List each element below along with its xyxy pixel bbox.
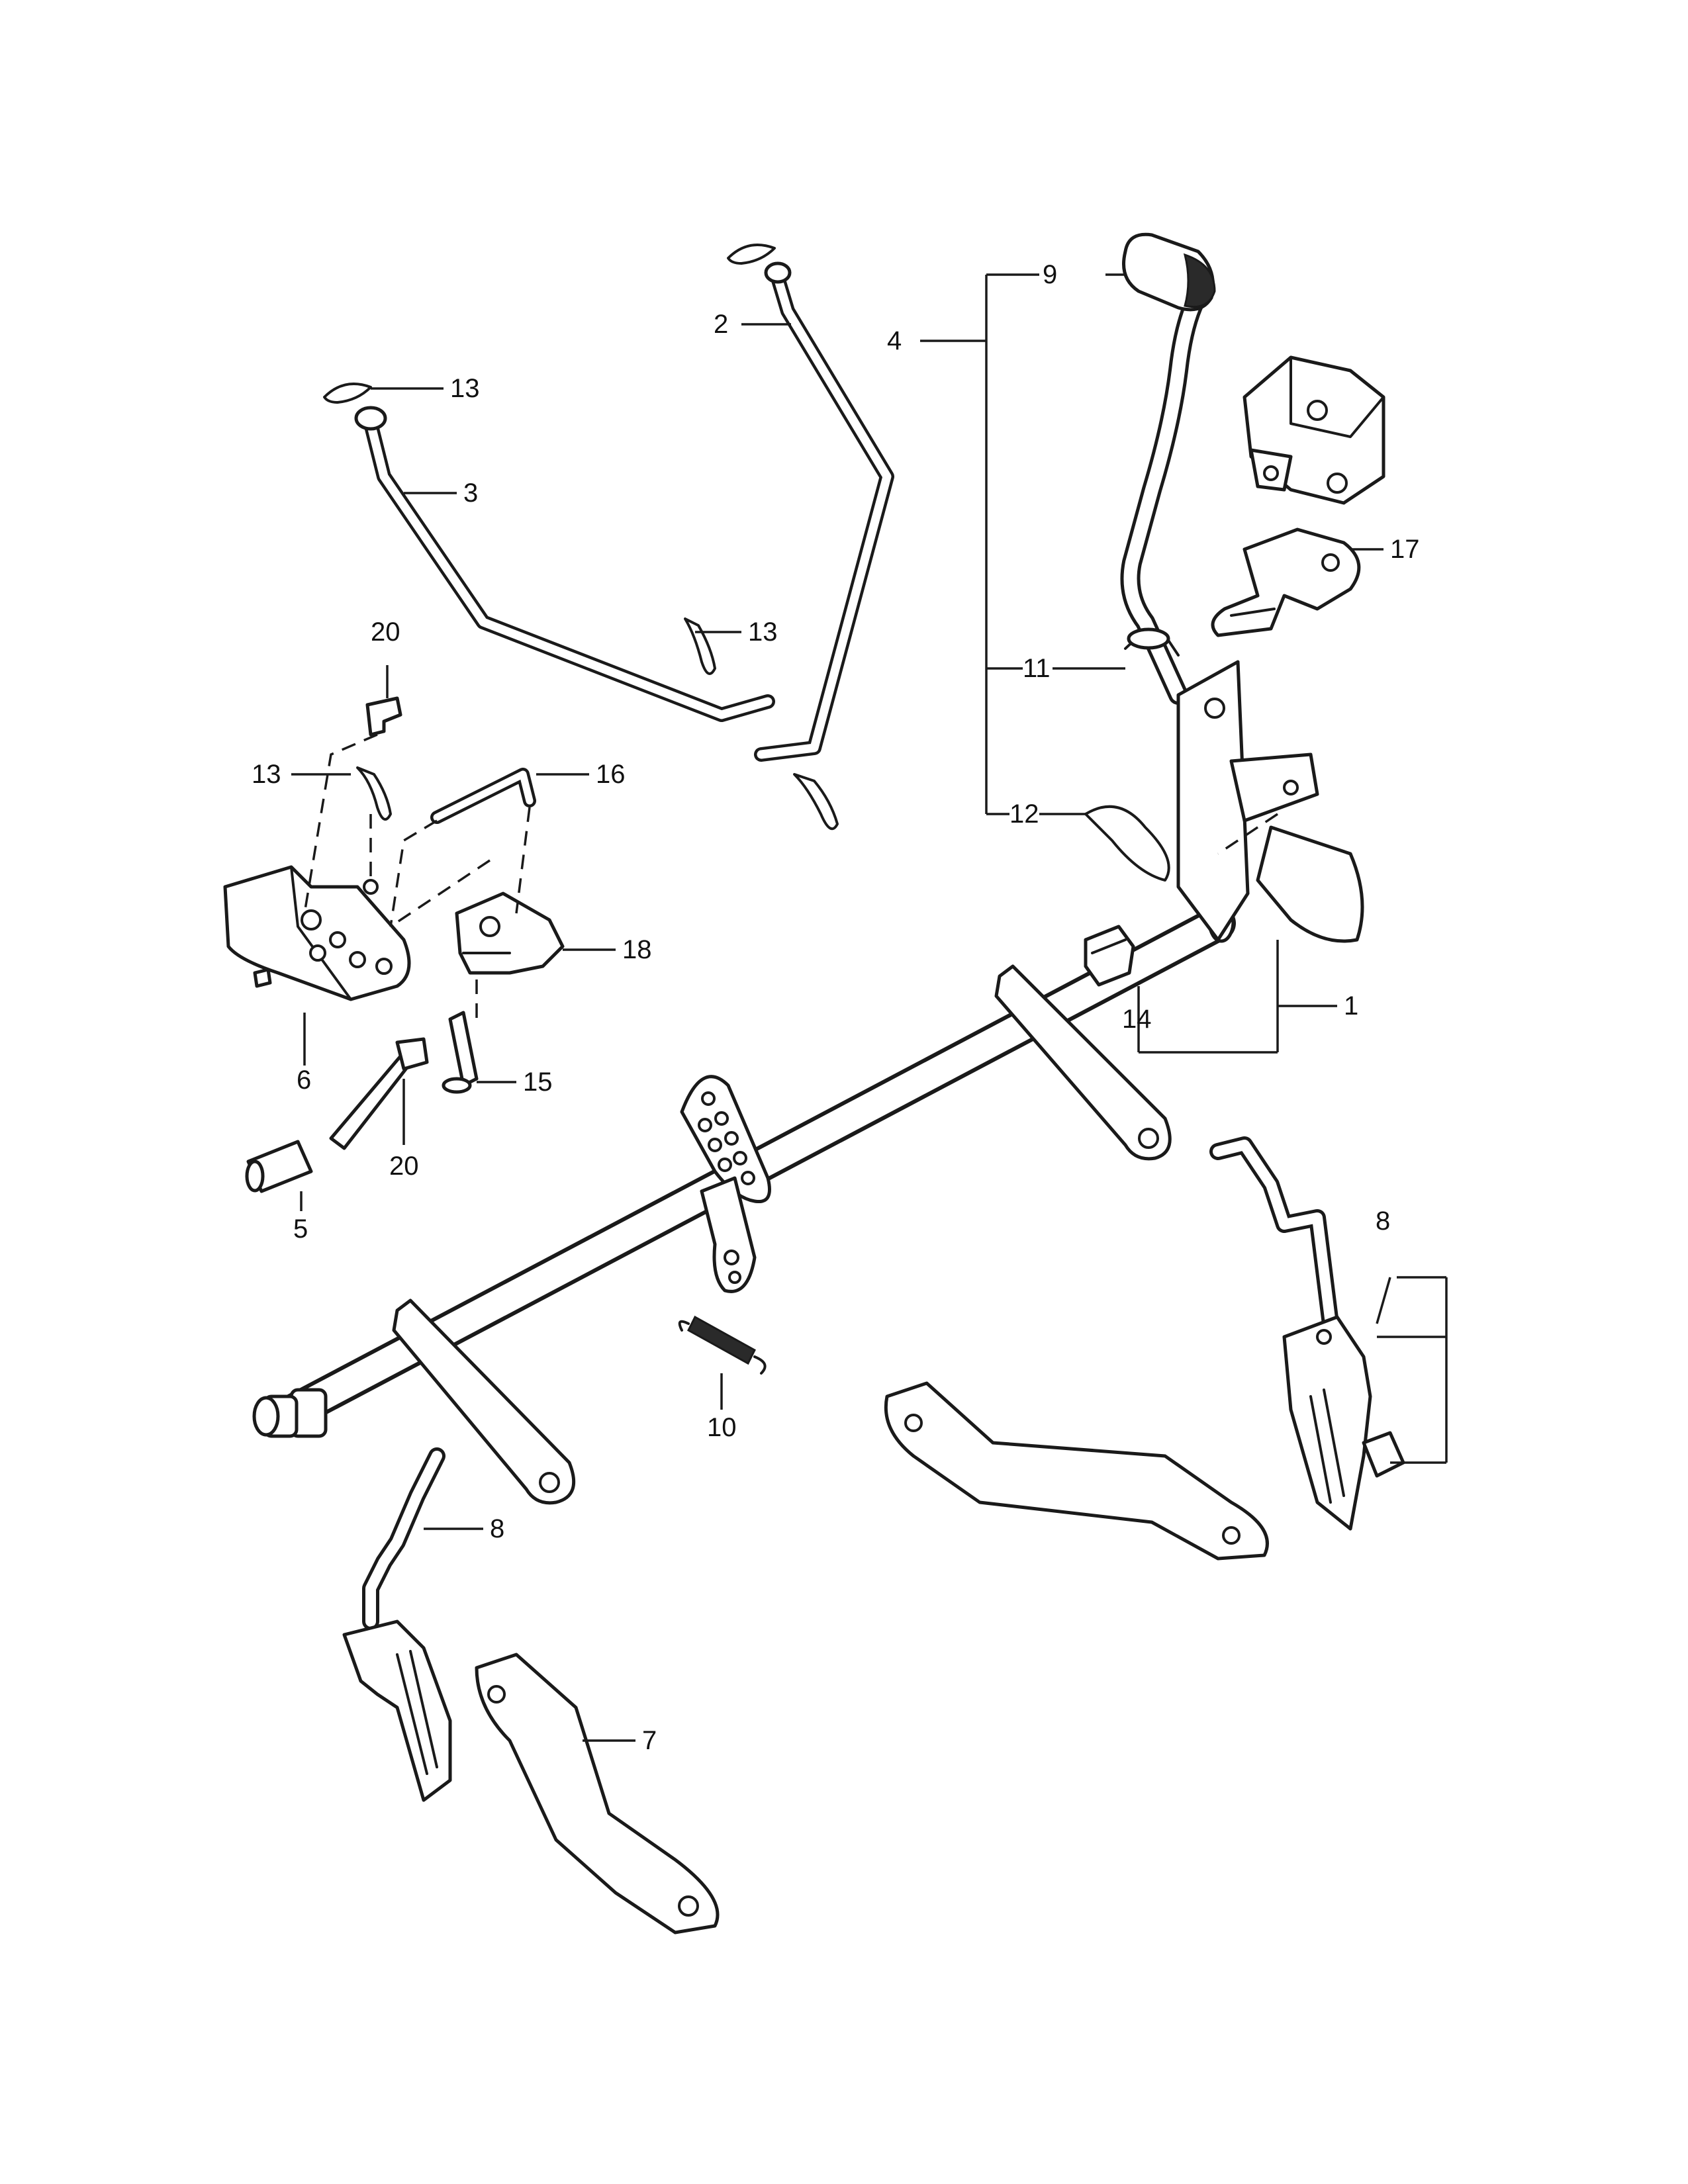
hairpin-clip-12 xyxy=(1084,805,1170,882)
callout-1: 1 xyxy=(1344,991,1358,1021)
left-lift-arm xyxy=(392,1298,576,1505)
right-lift-arm xyxy=(994,964,1172,1161)
lower-link-7 xyxy=(475,1653,720,1934)
bolt-20-top xyxy=(365,696,402,737)
callout-18: 18 xyxy=(622,935,652,964)
callout-6: 6 xyxy=(297,1066,311,1095)
callout-13-left: 13 xyxy=(252,760,281,789)
pivot-bracket-17 xyxy=(1211,527,1361,637)
hairpin-clip-13-a xyxy=(323,383,372,404)
upper-bracket-assembly xyxy=(1243,355,1385,505)
height-adjust-plate xyxy=(680,1075,771,1293)
callout-20-bottom: 20 xyxy=(389,1152,419,1181)
callout-7: 7 xyxy=(642,1726,657,1755)
callout-16: 16 xyxy=(596,760,626,789)
callout-9: 9 xyxy=(1043,260,1057,289)
hairpin-clip-bottom xyxy=(793,773,839,831)
callout-labels: 9 4 2 13 3 17 13 11 20 13 16 12 18 1 14 … xyxy=(252,260,1420,1755)
callout-15: 15 xyxy=(523,1068,553,1097)
callout-11: 11 xyxy=(1023,654,1051,683)
callout-5: 5 xyxy=(293,1214,308,1244)
spacer-5 xyxy=(245,1140,313,1193)
callout-13-top: 13 xyxy=(450,374,480,403)
callout-17: 17 xyxy=(1390,535,1420,564)
lift-rod-2 xyxy=(754,261,894,762)
callout-3: 3 xyxy=(463,478,478,508)
callout-8-left: 8 xyxy=(490,1514,504,1543)
callout-14: 14 xyxy=(1122,1005,1152,1034)
bracket-18 xyxy=(455,891,565,975)
deck-hanger-right xyxy=(1209,1136,1405,1531)
lower-link-right xyxy=(884,1381,1269,1561)
callout-2: 2 xyxy=(714,310,728,339)
callout-8-right: 8 xyxy=(1376,1206,1390,1236)
lever-pin xyxy=(1124,627,1180,657)
hairpin-clip-13-top xyxy=(727,244,776,265)
assembly-lines xyxy=(303,733,1278,1019)
lift-rod-3 xyxy=(354,406,775,722)
callout-13-mid: 13 xyxy=(748,617,778,647)
link-16 xyxy=(430,768,536,824)
lever-bracket xyxy=(1176,660,1364,943)
lift-lever xyxy=(1120,232,1216,705)
hairpin-clip-13-c xyxy=(356,766,392,821)
deck-hanger-left xyxy=(342,1447,452,1802)
pivot-bracket-6 xyxy=(223,865,411,1001)
callout-10: 10 xyxy=(707,1413,737,1442)
callout-12: 12 xyxy=(1009,799,1039,829)
callout-leaders xyxy=(291,273,1448,1742)
extension-spring-10 xyxy=(678,1315,767,1375)
bolt-20-bottom xyxy=(329,1037,429,1150)
hairpin-clip-13-b xyxy=(684,617,716,675)
callout-4: 4 xyxy=(887,326,902,355)
callout-20-top: 20 xyxy=(371,617,400,647)
clevis-pin-15 xyxy=(442,1011,479,1094)
